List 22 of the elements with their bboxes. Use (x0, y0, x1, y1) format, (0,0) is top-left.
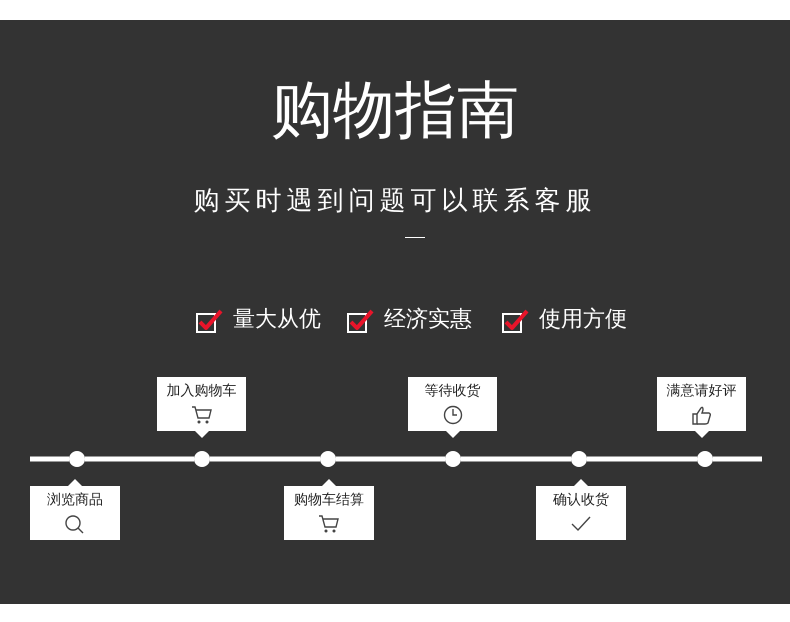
title: 购物指南 (270, 72, 520, 148)
timeline-line (587, 456, 697, 462)
timeline-line (461, 456, 571, 462)
feature-text: 使用方便 (539, 306, 627, 334)
timeline-dot (194, 451, 210, 467)
feature-text: 量大从优 (233, 306, 321, 334)
timeline-line (85, 456, 194, 462)
timeline-dot (69, 451, 85, 467)
step-label: 等待收货 (424, 382, 480, 400)
step-label: 购物车结算 (294, 491, 364, 509)
feature-text: 经济实惠 (384, 306, 472, 334)
step-label: 确认收货 (553, 491, 609, 509)
timeline-dot (320, 451, 336, 467)
subtitle: 购买时遇到问题可以联系客服 (192, 185, 598, 218)
timeline-line (336, 456, 445, 462)
step-label: 加入购物车 (166, 382, 236, 400)
step-label: 满意请好评 (666, 382, 736, 400)
timeline-line (210, 456, 320, 462)
timeline-dot (697, 451, 713, 467)
timeline-dot (571, 451, 587, 467)
step-label: 浏览商品 (47, 491, 103, 509)
timeline-dot (445, 451, 461, 467)
